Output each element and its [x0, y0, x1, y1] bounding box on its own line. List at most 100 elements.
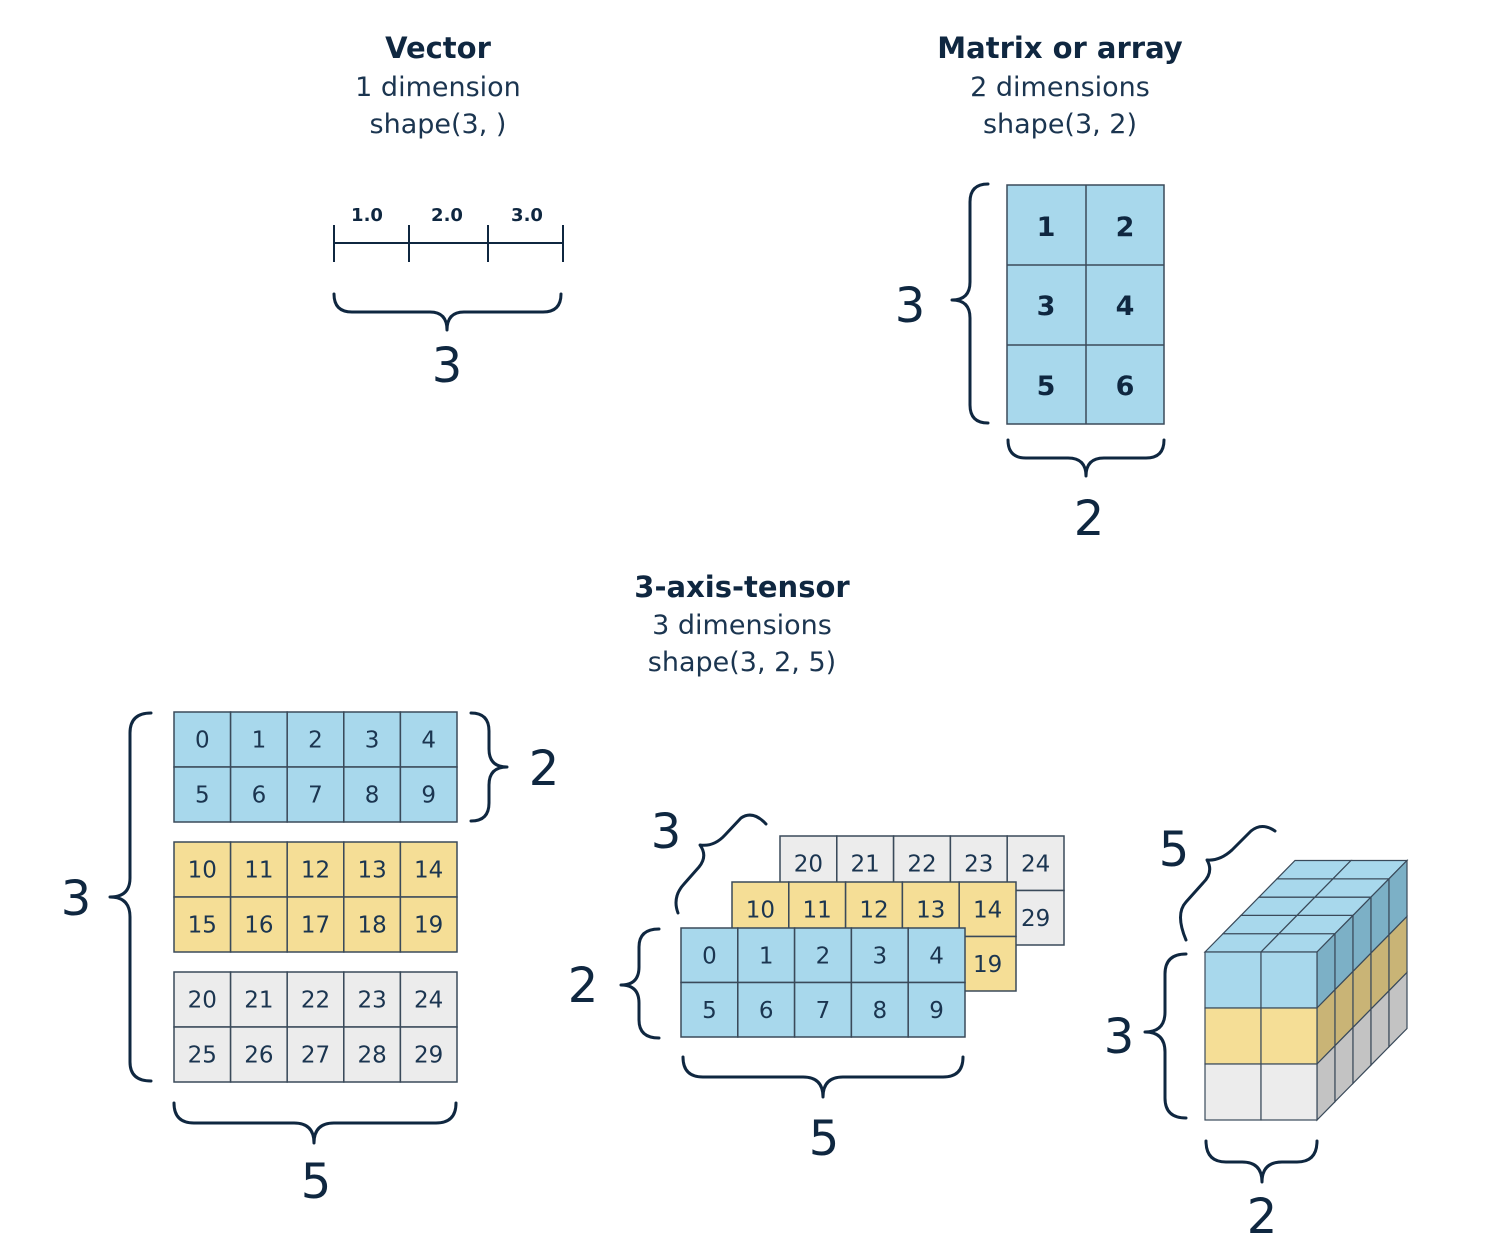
tensor-cell [286, 896, 345, 953]
stack-rows-label: 2 [568, 958, 599, 1014]
matrix-cols-label: 2 [1074, 491, 1105, 547]
matrix-cell: 2 [1116, 212, 1135, 243]
tensor-cell [399, 841, 458, 898]
tensor-cell-value: 11 [244, 858, 273, 884]
tensor-cell-value: 3 [365, 728, 380, 754]
cube-height-label: 3 [1104, 1009, 1135, 1065]
tensor-cell-value: 26 [244, 1043, 273, 1069]
cube-front-face [1260, 1063, 1318, 1121]
tensor-cell-value: 19 [973, 952, 1002, 978]
tensor-cell-value: 10 [746, 897, 775, 923]
tensor-cell [399, 766, 458, 823]
tensor-cell-value: 0 [195, 728, 210, 754]
matrix-subtitle-shape: shape(3, 2) [983, 109, 1137, 140]
tensor-cell [286, 1026, 345, 1083]
tensor-cell [343, 971, 402, 1028]
cube-front-face [1204, 1063, 1262, 1121]
tensor-cell-value: 22 [301, 988, 330, 1014]
matrix-title: Matrix or array [937, 31, 1183, 65]
vector-subtitle-shape: shape(3, ) [370, 109, 507, 140]
tensor-cell [680, 981, 739, 1038]
flat-rows-label: 2 [529, 741, 560, 797]
cube-side-face [1388, 971, 1408, 1049]
tensor-cell [173, 766, 232, 823]
tensor-cell-value: 23 [964, 851, 993, 877]
stack-cols-brace [681, 1055, 965, 1099]
tensor-cell-value: 5 [195, 783, 210, 809]
cube-height-brace [1143, 952, 1188, 1120]
flat-layers-label: 3 [61, 871, 92, 927]
tensor-cell [173, 1026, 232, 1083]
tensor-cell-value: 7 [308, 783, 323, 809]
matrix-cell: 6 [1116, 371, 1135, 402]
tensor-cell-value: 20 [794, 851, 823, 877]
tensor-cell [399, 1026, 458, 1083]
flat-cols-label: 5 [301, 1154, 332, 1210]
vector-subtitle-dimension: 1 dimension [355, 72, 521, 103]
tensor-cell-value: 29 [1021, 906, 1050, 932]
tensor-cell [286, 766, 345, 823]
tensor-cell-value: 4 [421, 728, 436, 754]
tensor-cell [399, 971, 458, 1028]
tensor-cell-value: 21 [851, 851, 880, 877]
vector-value: 1.0 [351, 205, 383, 226]
tensor-cell-value: 6 [759, 998, 774, 1024]
vector-ruler [333, 225, 564, 262]
matrix-rows-label: 3 [895, 278, 926, 334]
tensor-cell-value: 24 [1021, 851, 1050, 877]
tensor-cell-value: 21 [244, 988, 273, 1014]
tensor-cell [229, 896, 288, 953]
tensor-cell [958, 935, 1017, 992]
tensor-cell-value: 22 [907, 851, 936, 877]
matrix-rows-brace [950, 182, 990, 425]
stack-cols-label: 5 [809, 1111, 840, 1167]
tensor-cell-value: 18 [357, 913, 386, 939]
tensor-cell [399, 711, 458, 768]
tensor-cell-value: 29 [414, 1043, 443, 1069]
tensor-cell-value: 27 [301, 1043, 330, 1069]
tensor-cell-value: 17 [301, 913, 330, 939]
cube-width-brace [1204, 1139, 1319, 1184]
tensor-cell-value: 6 [252, 783, 267, 809]
tensor-cell-value: 10 [188, 858, 217, 884]
tensor-cell-value: 9 [929, 998, 944, 1024]
matrix-cols-brace [1006, 438, 1166, 478]
matrix-subtitle-dimension: 2 dimensions [970, 72, 1150, 103]
tensor-cell [286, 841, 345, 898]
tensor-cell-value: 20 [188, 988, 217, 1014]
tensor-subtitle-dimension: 3 dimensions [652, 610, 832, 641]
tensor-title: 3-axis-tensor [634, 570, 850, 604]
cube-width-label: 2 [1247, 1189, 1278, 1245]
tensor-cell-value: 9 [421, 783, 436, 809]
flat-rows-brace [469, 711, 509, 823]
tensor-cell-value: 2 [816, 943, 831, 969]
tensor-cell-value: 8 [872, 998, 887, 1024]
vector-length-brace [332, 292, 563, 332]
tensor-subtitle-shape: shape(3, 2, 5) [648, 647, 836, 678]
tensor-cell-value: 11 [803, 897, 832, 923]
tensor-cell-value: 0 [702, 943, 717, 969]
tensor-cell-value: 12 [301, 858, 330, 884]
tensor-cell-value: 8 [365, 783, 380, 809]
tensor-cell-value: 25 [188, 1043, 217, 1069]
tensor-cell-value: 1 [252, 728, 267, 754]
tensor-cell-value: 12 [859, 897, 888, 923]
flat-cols-brace [172, 1101, 458, 1145]
stack-layers-brace [674, 813, 768, 915]
tensor-cell-value: 13 [357, 858, 386, 884]
cube-front-face [1260, 951, 1318, 1009]
cube-front-face [1204, 951, 1262, 1009]
matrix-cell: 4 [1116, 291, 1135, 322]
tensor-cell-value: 1 [759, 943, 774, 969]
tensor-cell [229, 1026, 288, 1083]
flat-layers-brace [108, 711, 153, 1083]
tensor-cube-view [1203, 859, 1409, 1122]
cube-depth-brace [1179, 825, 1277, 942]
tensor-cell-value: 4 [929, 943, 944, 969]
cube-front-face [1204, 1007, 1262, 1065]
